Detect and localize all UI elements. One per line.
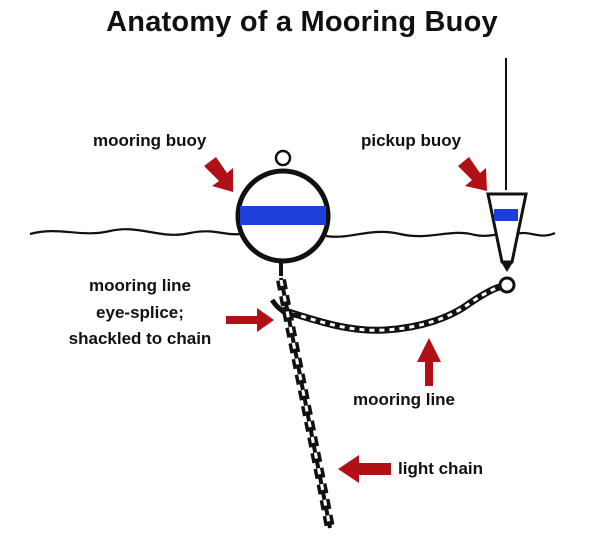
label-splice-line-2: eye-splice; — [96, 303, 184, 322]
arrow-light-chain — [338, 455, 391, 483]
buoy-blue-stripe — [240, 206, 326, 225]
mooring-buoy — [235, 149, 331, 276]
label-pickup-buoy: pickup buoy — [361, 131, 462, 150]
diagram-title: Anatomy of a Mooring Buoy — [106, 6, 498, 38]
label-splice-line-1: mooring line — [89, 276, 191, 295]
mooring-line-rope — [269, 283, 501, 334]
arrow-mooring-buoy — [204, 157, 233, 192]
label-light-chain: light chain — [398, 459, 483, 478]
pickup-buoy — [486, 58, 528, 294]
light-chain — [276, 277, 335, 529]
label-mooring-buoy: mooring buoy — [93, 131, 207, 150]
arrow-mooring-line — [417, 338, 441, 386]
label-splice-line-3: shackled to chain — [68, 329, 212, 348]
arrow-pickup-buoy — [458, 157, 487, 191]
label-mooring-line: mooring line — [353, 390, 455, 409]
arrow-eye-splice — [226, 308, 274, 332]
